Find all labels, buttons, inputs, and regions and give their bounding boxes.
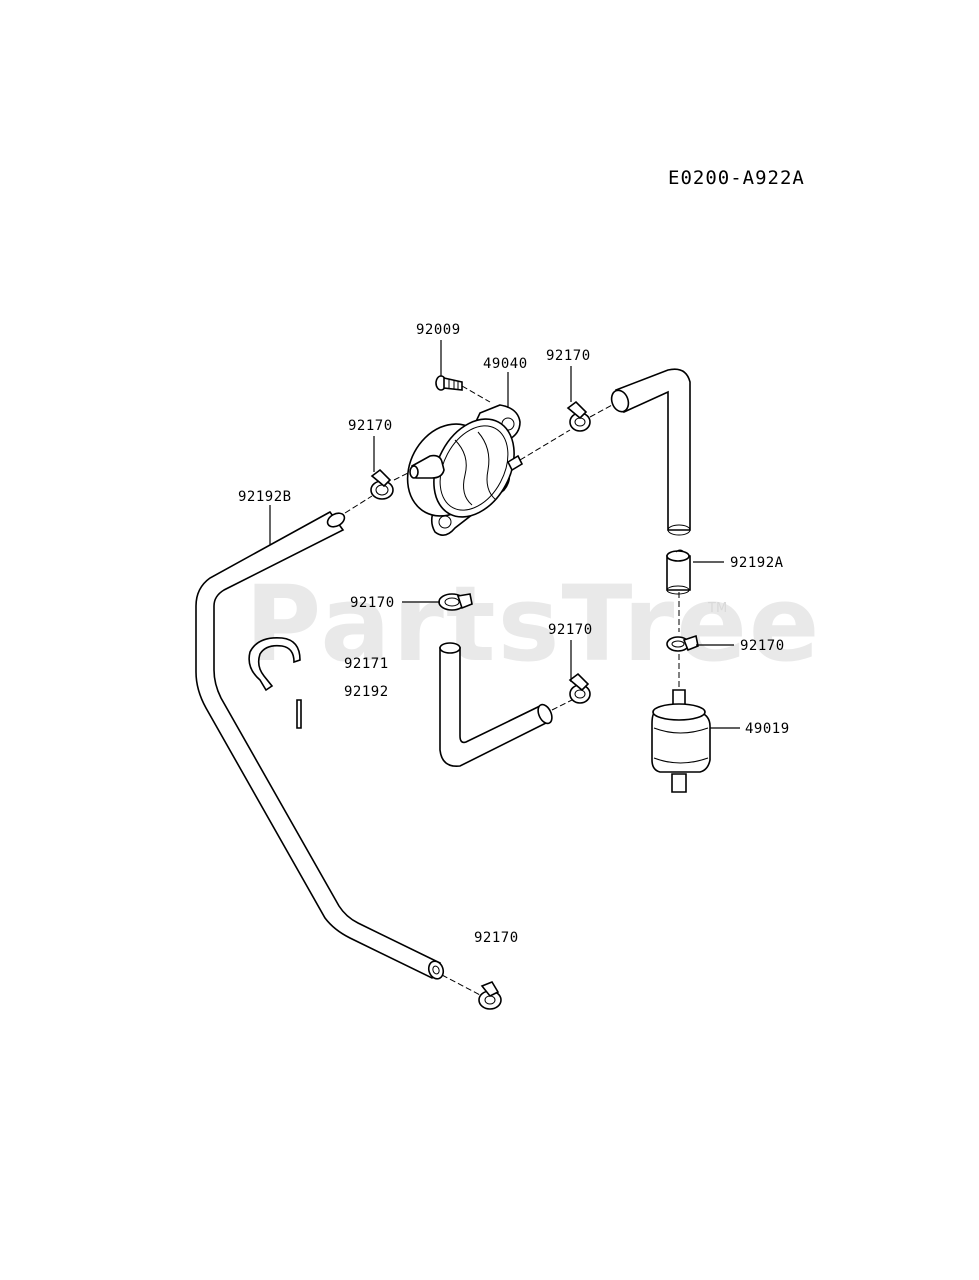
clamp-mid-center[interactable] xyxy=(568,672,591,704)
fuel-pump-49040[interactable] xyxy=(392,404,530,536)
label-92170-top-right: 92170 xyxy=(546,348,591,364)
clamp-bottom[interactable] xyxy=(441,974,502,1010)
label-92009: 92009 xyxy=(416,322,461,338)
diagram-code: E0200-A922A xyxy=(668,167,805,189)
label-92170-mid-center: 92170 xyxy=(548,622,593,638)
hose-92192b[interactable] xyxy=(195,510,446,980)
label-92192b: 92192B xyxy=(238,489,292,505)
clamp-top-right[interactable] xyxy=(519,400,613,461)
leader-lines xyxy=(269,340,740,729)
label-49019: 49019 xyxy=(745,721,790,737)
part-labels: 92009 49040 92170 92170 92192B 92170 921… xyxy=(238,322,790,946)
label-92192a: 92192A xyxy=(730,555,784,571)
label-92170-filter: 92170 xyxy=(740,638,785,654)
clip-92171[interactable] xyxy=(248,636,301,692)
watermark-tm: TM xyxy=(707,601,727,616)
label-92170-pump-left: 92170 xyxy=(348,418,393,434)
clamp-pump-left[interactable] xyxy=(344,468,411,514)
clamp-mid-left[interactable] xyxy=(438,593,473,611)
bolt-92009[interactable] xyxy=(435,375,491,403)
hose-middle[interactable] xyxy=(439,642,573,767)
fuel-filter-49019[interactable] xyxy=(651,689,711,793)
clamp-filter[interactable] xyxy=(666,634,699,690)
label-92192: 92192 xyxy=(344,684,389,700)
hose-upper-right[interactable] xyxy=(609,368,691,536)
label-92170-bottom: 92170 xyxy=(474,930,519,946)
label-92171: 92171 xyxy=(344,656,389,672)
label-49040: 49040 xyxy=(483,356,528,372)
label-92170-mid-left: 92170 xyxy=(350,595,395,611)
watermark: PartsTree xyxy=(245,563,821,685)
hose-92192a[interactable] xyxy=(666,549,691,632)
pin-92192[interactable] xyxy=(296,699,302,729)
